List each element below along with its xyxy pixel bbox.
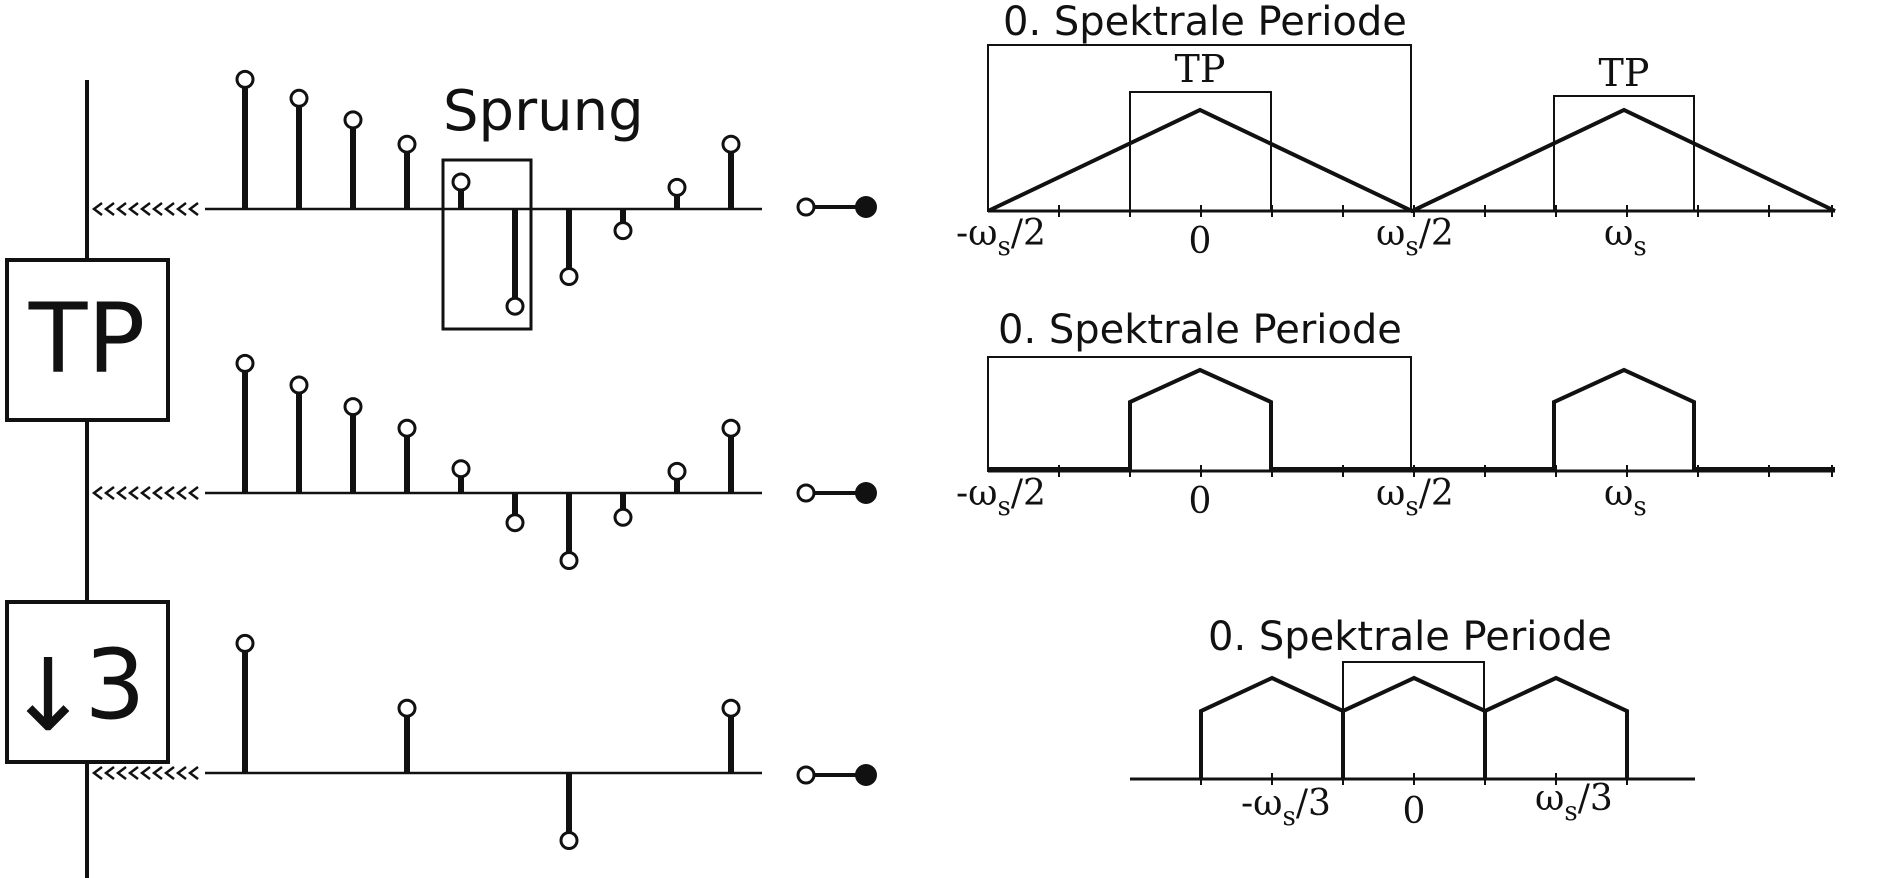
stem-plot-input: [235, 69, 741, 316]
stem-sample: [289, 375, 309, 493]
tick-pos-half-row2: ωs/2: [1376, 473, 1454, 522]
tick-neg-half-row1: -ωs/2: [956, 213, 1046, 262]
lowpass-label: TP: [28, 283, 146, 395]
period-label-row3: 0. Spektrale Periode: [1208, 614, 1612, 660]
input-terminal-row2: [796, 482, 877, 504]
spectrum-row3: [1130, 661, 1695, 785]
tick-fs-row1: ωs: [1604, 213, 1647, 262]
stem-sample: [559, 209, 579, 286]
arrow-chain-row1: [91, 202, 199, 216]
stem-sample: [721, 418, 741, 493]
tp-label-row1-b: TP: [1599, 51, 1650, 95]
stem-sample: [397, 418, 417, 493]
stem-sample: [559, 773, 579, 850]
lowpass-block: TP: [5, 258, 170, 422]
stem-plot-filtered: [235, 353, 741, 570]
spectrum-row1: [987, 44, 1836, 217]
tick-neg-third-row3: -ωs/3: [1241, 783, 1331, 832]
stem-sample: [343, 110, 363, 209]
tp-bracket-row1-b: [1553, 95, 1695, 212]
stem-sample: [343, 397, 363, 493]
jump-highlight-box: [441, 158, 533, 331]
stem-sample: [559, 493, 579, 570]
stem-sample: [289, 88, 309, 209]
period-label-row2: 0. Spektrale Periode: [998, 307, 1402, 353]
filtered-spectrum-row2: [988, 367, 1835, 471]
tick-zero-row2: 0: [1189, 481, 1212, 522]
stem-sample: [397, 698, 417, 773]
stem-plot-downsampled: [235, 633, 741, 850]
arrow-chain-row2: [91, 486, 199, 500]
signal-flow: [85, 80, 877, 878]
tick-zero-row1: 0: [1189, 221, 1212, 262]
stem-sample: [613, 493, 633, 527]
stem-sample: [721, 698, 741, 773]
tick-pos-third-row3: ωs/3: [1535, 778, 1613, 827]
stem-sample: [505, 209, 525, 316]
tick-pos-half-row1: ωs/2: [1376, 213, 1454, 262]
period-label-row1: 0. Spektrale Periode: [1003, 0, 1407, 45]
stem-sample: [721, 134, 741, 209]
tp-label-row1-a: TP: [1175, 47, 1226, 91]
stem-sample: [667, 461, 687, 493]
stem-sample: [235, 633, 255, 773]
downsample-factor: 3: [84, 629, 145, 741]
jump-label: Sprung: [443, 79, 644, 144]
tick-fs-row2: ωs: [1604, 473, 1647, 522]
period-bracket-row2: [987, 356, 1412, 472]
stem-sample: [235, 353, 255, 493]
aliased-spectrum-row3: [1199, 675, 1629, 779]
tp-bracket-row1-a: [1129, 91, 1272, 212]
downsample-block: ↓ 3: [5, 600, 170, 764]
tick-neg-half-row2: -ωs/2: [956, 473, 1046, 522]
stem-sample: [667, 177, 687, 209]
down-arrow-icon: ↓: [6, 637, 90, 754]
tick-labels-row2: -ωs/2 0 ωs/2 ωs: [956, 473, 1647, 522]
input-terminal-row1: [796, 196, 877, 218]
triangle-spectrum-row1: [987, 107, 1836, 214]
tick-labels-row1: -ωs/2 0 ωs/2 ωs: [956, 213, 1647, 262]
input-terminal-row3: [796, 764, 877, 786]
spectrum-row2: [987, 356, 1835, 477]
stem-sample: [505, 493, 525, 533]
tick-zero-row3: 0: [1403, 791, 1426, 832]
stem-sample: [451, 459, 471, 493]
tick-labels-row3: -ωs/3 0 ωs/3: [1241, 778, 1613, 832]
arrow-chain-row3: [91, 766, 199, 780]
stem-sample: [235, 69, 255, 209]
stem-sample: [397, 134, 417, 209]
stem-sample: [451, 172, 471, 209]
stem-sample: [613, 209, 633, 241]
